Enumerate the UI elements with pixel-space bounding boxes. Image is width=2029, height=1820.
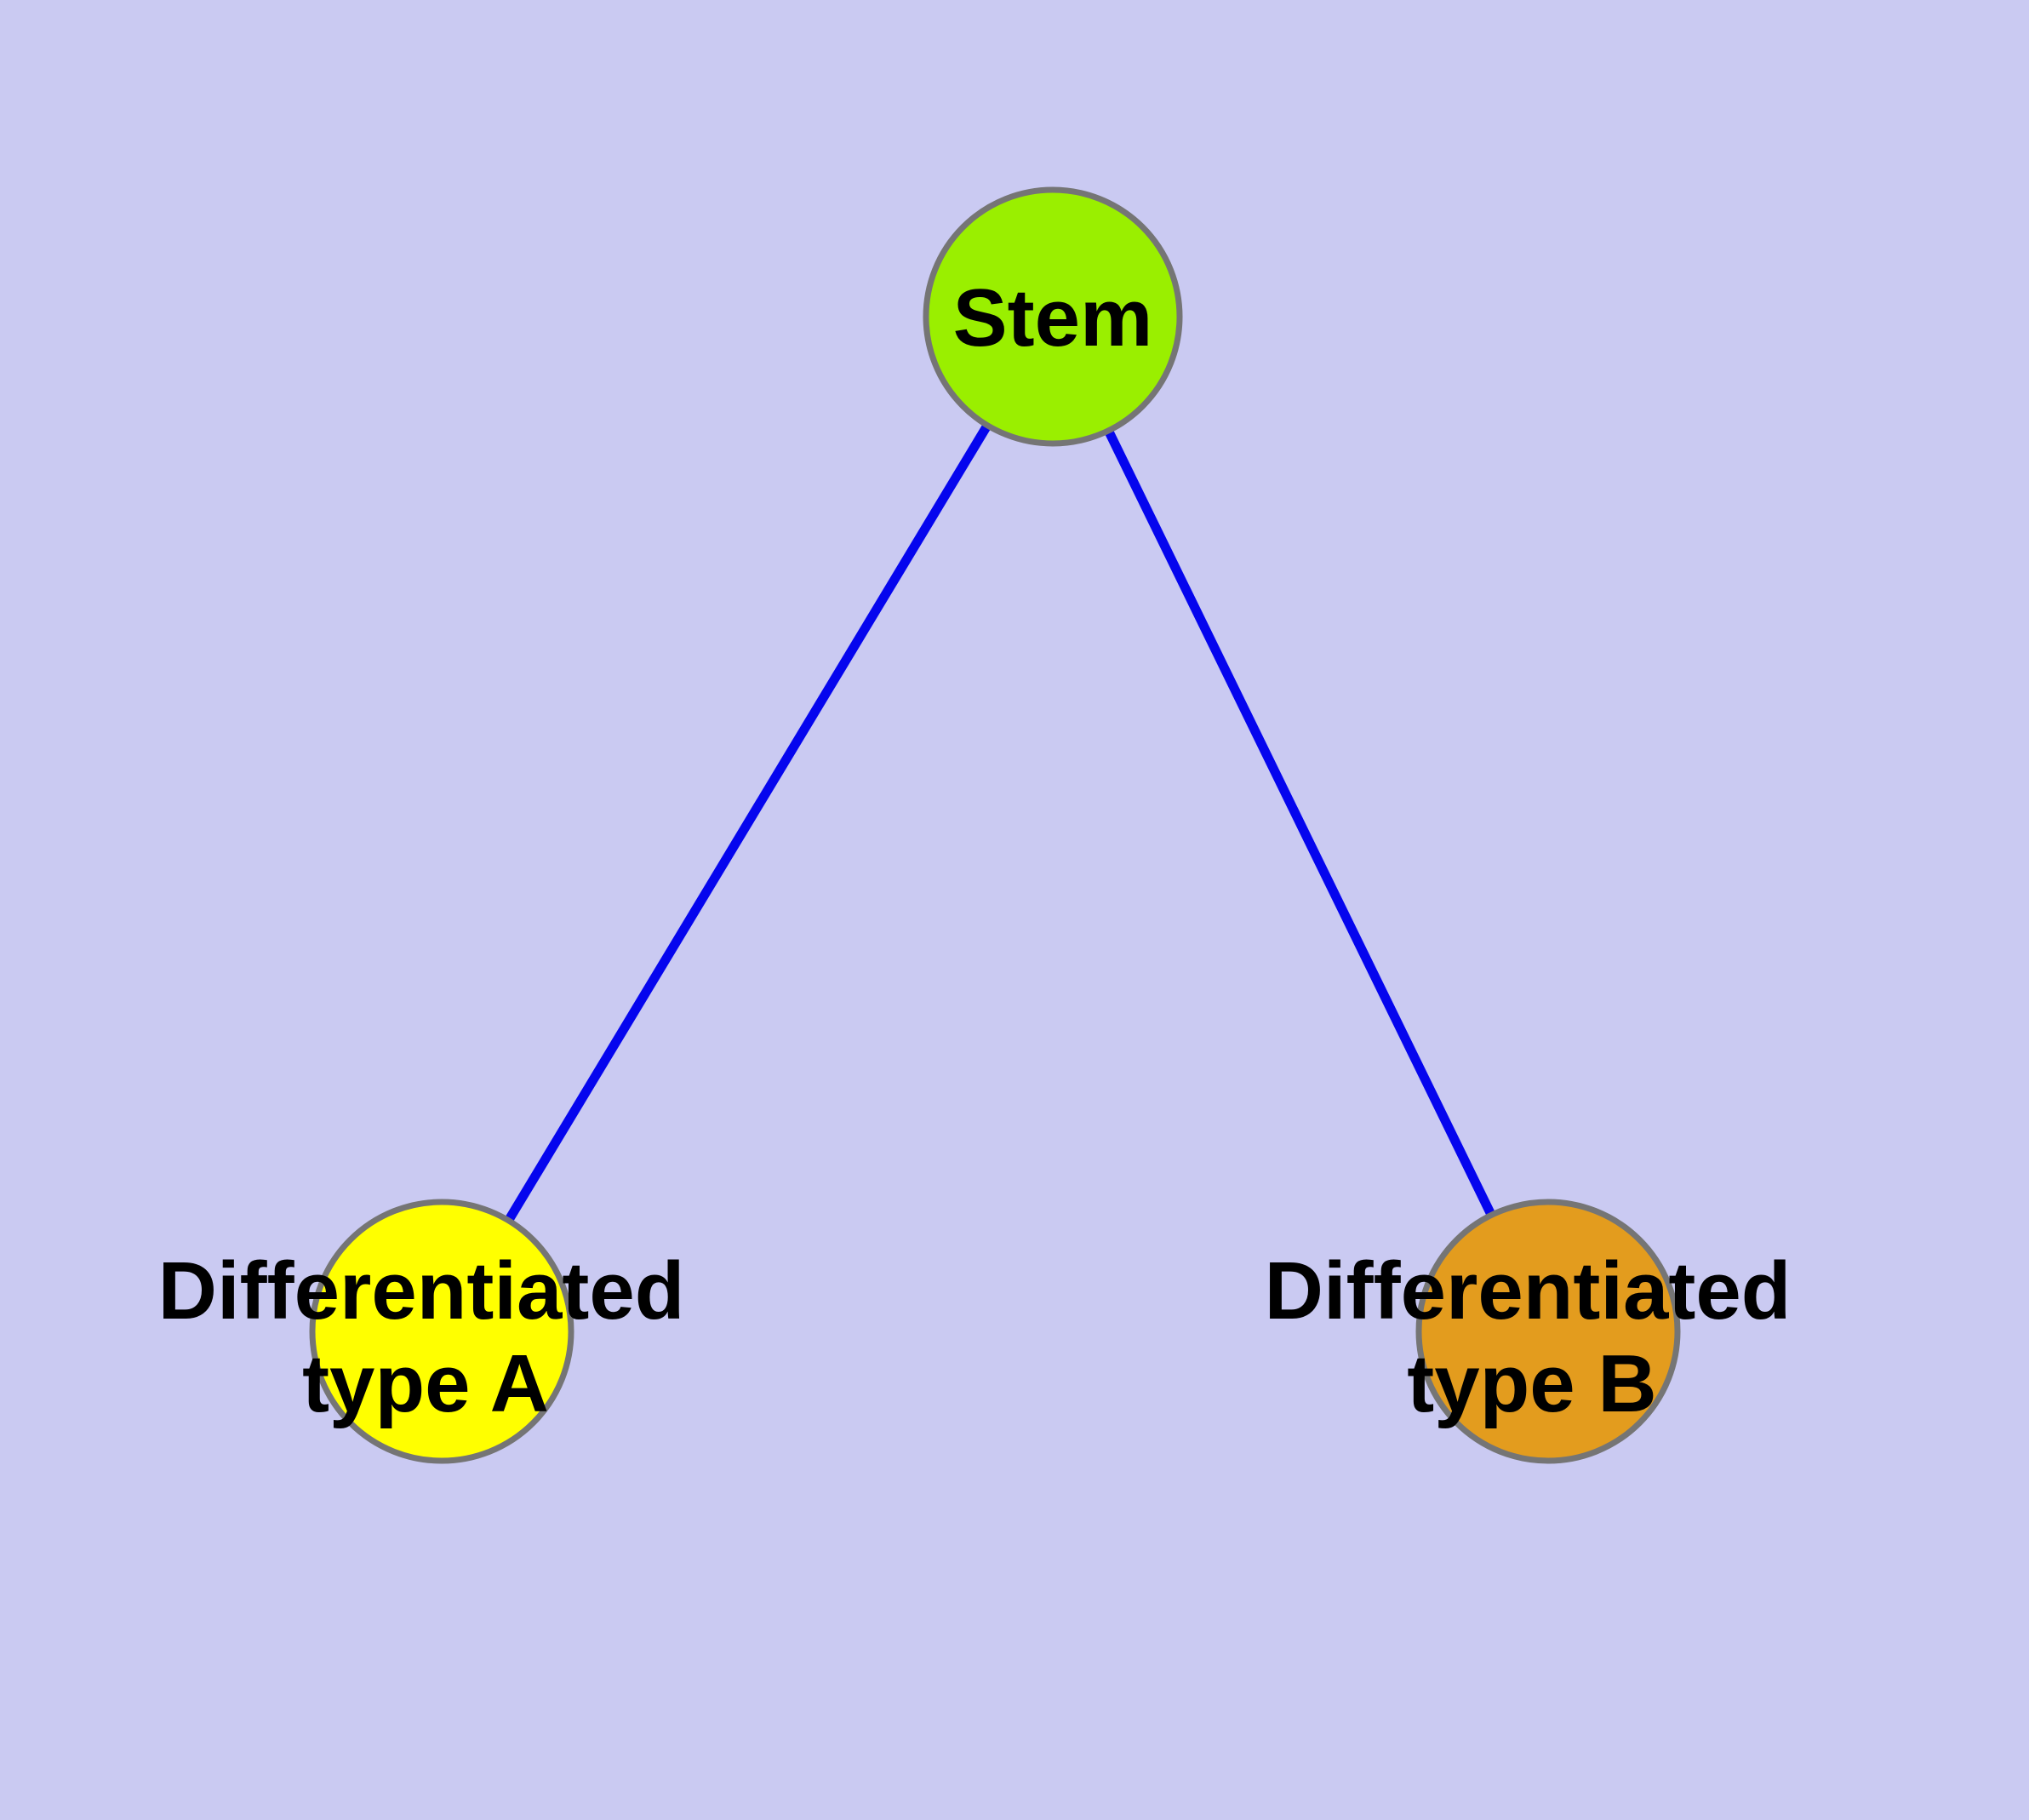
node-type-a-label-line2: type A (302, 1338, 549, 1429)
node-stem-label: Stem (953, 272, 1153, 363)
node-type-b-label-line1: Differentiated (1265, 1245, 1792, 1336)
node-type-b-label-line2: type B (1407, 1338, 1656, 1429)
node-differentiated-type-a[interactable] (309, 1199, 574, 1464)
edge-stem-to-type-a (437, 314, 1057, 1334)
node-differentiated-type-b[interactable] (1415, 1199, 1681, 1464)
edge-stem-to-type-b (1049, 314, 1552, 1334)
node-stem[interactable] (923, 186, 1183, 447)
node-type-a-label-line1: Differentiated (158, 1245, 685, 1336)
